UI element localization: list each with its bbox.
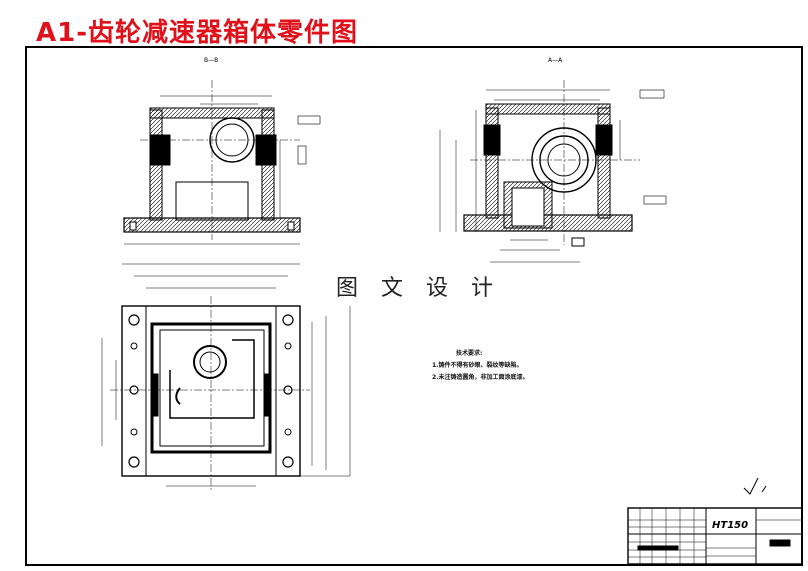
section-bb-view — [123, 80, 321, 245]
section-bb-label: B—B — [204, 57, 218, 64]
drawing-title: A1-齿轮减速器箱体零件图 — [36, 18, 359, 48]
title-block — [627, 507, 803, 565]
material-label: HT150 — [712, 520, 749, 531]
section-aa-label: A—A — [548, 57, 563, 64]
watermark-text: 图 文 设 计 — [336, 276, 501, 301]
top-view — [101, 263, 351, 490]
technical-notes: 技术要求: 1.铸件不得有砂眼、裂纹等缺陷。 2.未注铸造圆角，非加工面涂底漆。 — [432, 348, 528, 384]
notes-line-1: 1.铸件不得有砂眼、裂纹等缺陷。 — [432, 362, 523, 369]
drawing-frame — [25, 46, 803, 566]
notes-line-2: 2.未注铸造圆角，非加工面涂底漆。 — [432, 374, 529, 381]
notes-heading: 技术要求: — [456, 350, 483, 357]
section-aa-view — [439, 80, 667, 263]
roughness-symbol — [743, 477, 767, 495]
